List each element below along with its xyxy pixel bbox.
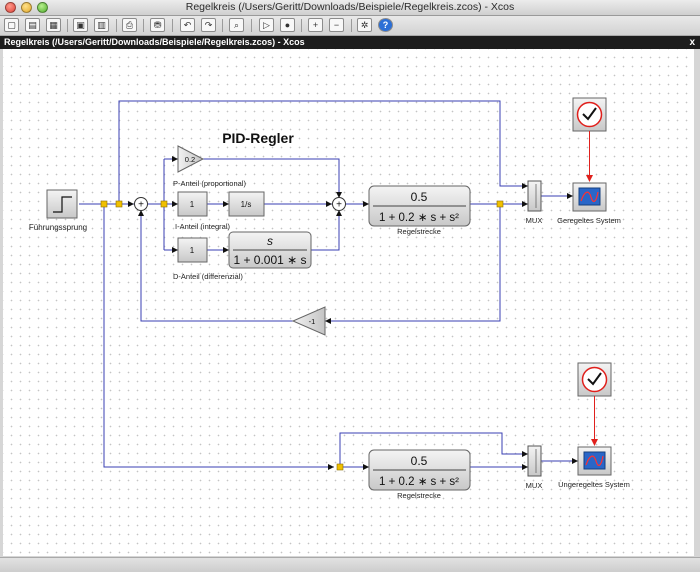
split-point[interactable] [496, 200, 504, 208]
link-reference-to-mux2[interactable] [339, 432, 528, 467]
d-gain-value: 1 [190, 246, 195, 255]
window-zoom-button[interactable] [37, 2, 48, 13]
new-diagram-icon[interactable]: ▢ [4, 18, 19, 32]
plant2-denominator: 1 + 0.2 ∗ s + s² [379, 476, 459, 488]
save-icon[interactable]: ▣ [73, 18, 88, 32]
event-arrowhead [591, 439, 598, 446]
integrator-block[interactable]: 1/s [228, 191, 265, 217]
fit-diagram-icon[interactable]: ⌕ [229, 18, 244, 32]
link-output-feedback[interactable] [325, 204, 501, 322]
print-icon[interactable]: ⎙ [122, 18, 137, 32]
toolbar-separator [251, 19, 252, 32]
toolbar-separator [172, 19, 173, 32]
summation-block-2[interactable]: + [332, 197, 346, 211]
save-as-icon[interactable]: ▥ [94, 18, 109, 32]
diagram-tab[interactable]: Regelkreis (/Users/Geritt/Downloads/Beis… [0, 36, 700, 49]
tab-title: Regelkreis (/Users/Geritt/Downloads/Beis… [4, 37, 305, 47]
plant-label: Regelstrecke [397, 227, 441, 236]
step-block[interactable] [46, 189, 78, 219]
scope-label: Geregeltes System [557, 216, 621, 225]
split-point[interactable] [115, 200, 123, 208]
d-gain-block[interactable]: 1 [177, 237, 208, 263]
window-title: Regelkreis (/Users/Geritt/Downloads/Beis… [185, 1, 515, 13]
clock-block[interactable] [572, 97, 607, 132]
undo-icon[interactable]: ↶ [180, 18, 195, 32]
mux-label: MUX [526, 216, 543, 225]
start-icon[interactable]: ▷ [259, 18, 274, 32]
derivative-numerator: s [267, 234, 273, 248]
toolbar-separator [351, 19, 352, 32]
step-block-label: Führungssprung [29, 223, 87, 232]
toolbar-separator [143, 19, 144, 32]
i-gain-block[interactable]: 1 [177, 191, 208, 217]
i-gain-label: I-Anteil (integral) [175, 222, 231, 231]
plant2-transfer-function-block[interactable]: 0.5 1 + 0.2 ∗ s + s² [368, 449, 471, 491]
tab-close-icon[interactable]: x [689, 37, 695, 48]
scope-block[interactable] [572, 182, 607, 212]
plant-transfer-function-block[interactable]: 0.5 1 + 0.2 ∗ s + s² [368, 185, 471, 227]
scope2-label: Ungeregeltes System [558, 480, 630, 489]
toolbar-separator [67, 19, 68, 32]
scope2-block[interactable] [577, 446, 612, 476]
clock-icon [582, 107, 597, 121]
zoom-out-icon[interactable]: − [329, 18, 344, 32]
status-bar [0, 557, 700, 572]
sum-plus-icon: + [138, 200, 144, 211]
scope-icon [580, 191, 599, 202]
link-derivative-to-sum2[interactable] [311, 210, 340, 251]
zoom-in-icon[interactable]: + [308, 18, 323, 32]
mux-block[interactable] [527, 180, 542, 212]
help-icon[interactable]: ? [378, 18, 393, 32]
feedback-gain-value: -1 [309, 317, 316, 326]
p-gain-block[interactable]: 0.2 [177, 145, 205, 173]
setup-icon[interactable]: ✲ [357, 18, 372, 32]
split-point[interactable] [160, 200, 168, 208]
plant-denominator: 1 + 0.2 ∗ s + s² [379, 212, 459, 224]
mux2-block[interactable] [527, 445, 542, 477]
diagram-canvas[interactable]: PID-Regler Führungssprung + 0.2 P-Anteil… [3, 49, 694, 556]
delete-icon[interactable]: ⛃ [150, 18, 165, 32]
link-feedback-to-sum[interactable] [140, 210, 293, 322]
link-reference-to-plant2[interactable] [103, 204, 334, 468]
stop-icon[interactable]: ● [280, 18, 295, 32]
link-arrowheads [128, 156, 578, 470]
sum-plus-icon: + [336, 200, 342, 211]
plant-numerator: 0.5 [411, 190, 428, 204]
d-gain-label: D-Anteil (differenzial) [173, 272, 243, 281]
p-gain-label: P-Anteil (proportional) [173, 179, 246, 188]
toolbar-separator [222, 19, 223, 32]
diagram-svg: PID-Regler Führungssprung + 0.2 P-Anteil… [29, 97, 630, 500]
toolbar-separator [301, 19, 302, 32]
p-gain-value: 0.2 [185, 155, 195, 164]
signal-links [79, 100, 578, 468]
event-arrowhead [586, 175, 593, 182]
window-minimize-button[interactable] [21, 2, 32, 13]
scope-icon [585, 455, 604, 466]
window-close-button[interactable] [5, 2, 16, 13]
split-point[interactable] [336, 463, 344, 471]
open-file-icon[interactable]: ▤ [25, 18, 40, 32]
derivative-block[interactable]: s 1 + 0.001 ∗ s [228, 231, 312, 269]
integrator-value: 1/s [241, 200, 252, 209]
summation-block[interactable]: + [134, 197, 148, 211]
i-gain-value: 1 [190, 200, 195, 209]
diagram-heading: PID-Regler [222, 130, 294, 146]
clock2-block[interactable] [577, 362, 612, 397]
step-function-icon [53, 196, 72, 213]
plant2-numerator: 0.5 [411, 454, 428, 468]
derivative-denominator: 1 + 0.001 ∗ s [233, 253, 306, 267]
split-point[interactable] [100, 200, 108, 208]
feedback-gain-block[interactable]: -1 [291, 306, 326, 336]
window-titlebar: Regelkreis (/Users/Geritt/Downloads/Beis… [0, 0, 700, 16]
link-p-to-sum2[interactable] [202, 158, 340, 198]
redo-icon[interactable]: ↷ [201, 18, 216, 32]
toolbar: ▢ ▤ ▦ ▣ ▥ ⎙ ⛃ ↶ ↷ ⌕ ▷ ● + − ✲ ? [0, 16, 700, 36]
split-points [100, 200, 504, 471]
plant2-label: Regelstrecke [397, 491, 441, 500]
toolbar-separator [116, 19, 117, 32]
mux2-label: MUX [526, 481, 543, 490]
open-folder-icon[interactable]: ▦ [46, 18, 61, 32]
clock-icon [587, 372, 602, 386]
link-reference-to-mux[interactable] [118, 100, 528, 204]
